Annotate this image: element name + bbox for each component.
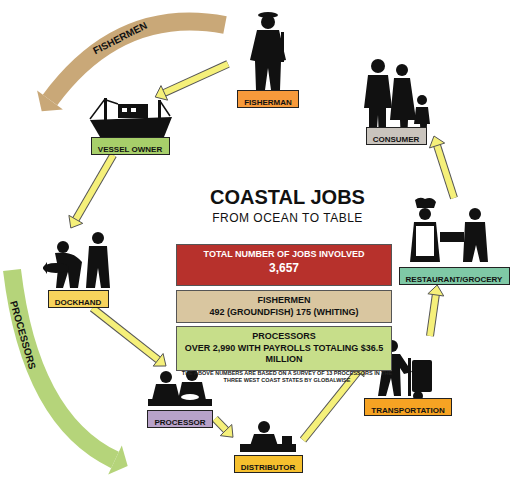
job-tag: PROCESSOR <box>147 410 213 428</box>
job-name: FISHERMAN <box>239 95 297 111</box>
job-tag: RESTAURANT/GROCERY <box>399 267 510 285</box>
job-node: PROCESSOR <box>145 366 215 428</box>
flow-arrow-body <box>430 294 436 336</box>
job-node: FISHERMAN <box>228 10 308 108</box>
ship-figure <box>90 98 172 137</box>
job-tag: DISTRIBUTOR <box>234 455 303 473</box>
silhouettes <box>43 12 488 452</box>
flow-arrow-head <box>153 354 166 367</box>
stat-value: OVER 2,990 WITH PAYROLLS TOTALING $36.5 … <box>181 343 387 366</box>
job-node: VESSEL OWNER <box>88 97 172 155</box>
job-node: DISTRIBUTOR <box>233 418 303 473</box>
stat-heading: PROCESSORS <box>181 331 387 343</box>
fisherman-figure <box>250 12 286 90</box>
flow-arrow-outline <box>75 155 113 220</box>
job-tag: DOCKHAND <box>48 290 109 308</box>
flow-arrow-body <box>92 308 159 360</box>
flow-arrow-head <box>429 136 444 148</box>
flow-arrow-outline <box>430 294 436 336</box>
flow-arrow-head <box>220 425 233 438</box>
flow-arrow-head <box>155 86 167 101</box>
flow-arrow-head <box>428 285 444 296</box>
flow-arrow-outline <box>215 419 227 431</box>
job-node: RESTAURANT/GROCERY <box>398 198 510 285</box>
job-name: DISTRIBUTOR <box>236 460 301 476</box>
restaurant-figures <box>410 198 488 262</box>
flow-arrow-body <box>163 64 228 93</box>
stat-value: 492 (GROUNDFISH) 175 (WHITING) <box>181 307 387 319</box>
stat-value: 3,657 <box>181 261 387 277</box>
processors-band-head <box>108 446 128 475</box>
footnote: THE ABOVE NUMBERS ARE BASED ON A SURVEY … <box>174 370 400 384</box>
diagram-title: COASTAL JOBS <box>175 186 400 209</box>
fishermen-band-head <box>37 91 63 112</box>
stat-box: TOTAL NUMBER OF JOBS INVOLVED3,657 <box>176 244 392 286</box>
flow-arrow-outline <box>437 145 454 198</box>
flow-arrow-body <box>215 419 227 431</box>
job-tag: CONSUMER <box>366 127 427 145</box>
job-tag: VESSEL OWNER <box>91 137 170 155</box>
stat-heading: TOTAL NUMBER OF JOBS INVOLVED <box>181 249 387 261</box>
stat-box: FISHERMEN492 (GROUNDFISH) 175 (WHITING) <box>176 290 392 323</box>
flow-arrow-outline <box>92 308 159 360</box>
stat-box: PROCESSORSOVER 2,990 WITH PAYROLLS TOTAL… <box>176 326 392 371</box>
flow-arrow <box>92 308 166 366</box>
job-node: DOCKHAND <box>42 228 114 308</box>
job-node: CONSUMER <box>358 55 434 145</box>
job-name: RESTAURANT/GROCERY <box>401 272 508 288</box>
stat-heading: FISHERMEN <box>181 295 387 307</box>
job-name: PROCESSOR <box>149 415 210 431</box>
flow-arrow <box>155 64 228 100</box>
flow-arrow-head <box>69 215 83 228</box>
distributor-figure <box>240 421 296 452</box>
job-name: CONSUMER <box>368 132 425 148</box>
subtitle: FROM OCEAN TO TABLE <box>175 211 400 225</box>
flow-arrow <box>69 155 113 228</box>
flow-arrow <box>429 136 454 198</box>
job-tag: TRANSPORTATION <box>364 398 452 416</box>
flow-arrow <box>215 419 233 438</box>
dockhand-figure <box>43 232 110 288</box>
job-tag: FISHERMAN <box>237 90 299 108</box>
flow-arrow-outline <box>163 64 228 93</box>
job-name: DOCKHAND <box>50 295 107 311</box>
flow-arrow-body <box>75 155 113 220</box>
flow-arrow <box>428 285 444 336</box>
job-name: TRANSPORTATION <box>366 403 449 419</box>
job-name: VESSEL OWNER <box>93 142 167 158</box>
flow-arrow-body <box>437 145 454 198</box>
